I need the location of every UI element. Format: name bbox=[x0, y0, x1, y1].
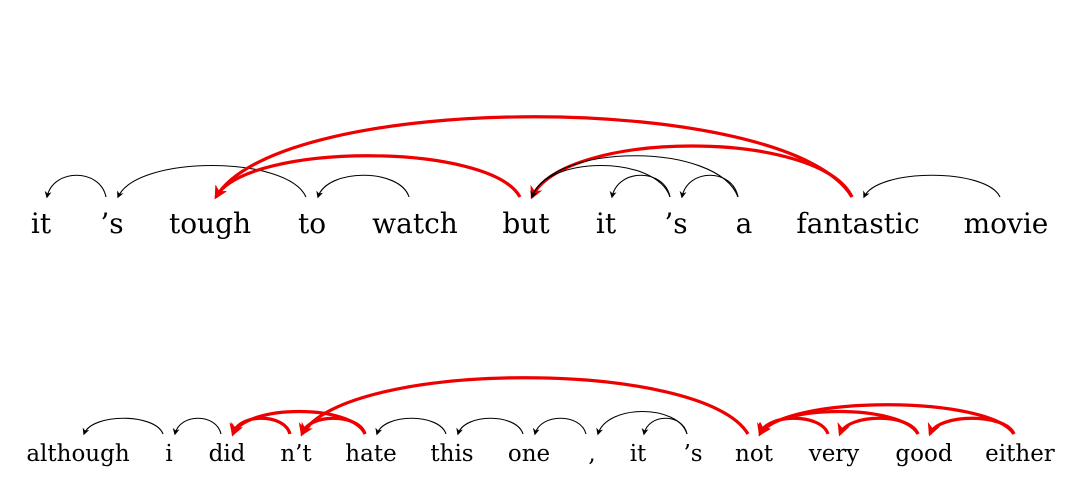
word-a: a bbox=[736, 207, 753, 240]
arc-2-12-to-10 bbox=[758, 409, 920, 437]
arc-2-2-to-1 bbox=[172, 417, 222, 436]
arc-2-1-to-0 bbox=[82, 417, 164, 436]
word-one: one bbox=[508, 441, 550, 467]
arc-2-6-to-5 bbox=[456, 417, 524, 436]
word-comma: , bbox=[588, 441, 595, 467]
word-it: it bbox=[630, 441, 647, 467]
arc-2-4-to-3 bbox=[298, 416, 367, 437]
word-s-2: ’s bbox=[664, 207, 687, 240]
word-either: either bbox=[985, 441, 1055, 467]
arc-2-9-to-7 bbox=[596, 410, 688, 436]
arc-1-10-to-9 bbox=[863, 174, 1001, 199]
arc-2-10-to-3 bbox=[300, 376, 750, 437]
arc-1-3-to-1 bbox=[117, 164, 307, 199]
arc-2-9-to-8 bbox=[641, 417, 688, 436]
word-this: this bbox=[430, 441, 473, 467]
arc-1-7-to-6 bbox=[609, 174, 671, 199]
word-s: ’s bbox=[100, 207, 123, 240]
arc-1-9-to-2 bbox=[214, 115, 854, 200]
word-fantastic: fantastic bbox=[796, 207, 919, 240]
sentence-1-arcs bbox=[44, 115, 1001, 200]
arc-1-5-to-2 bbox=[214, 154, 522, 200]
sentence-1: it ’s tough to watch but it ’s a fantast… bbox=[31, 115, 1048, 240]
word-although: although bbox=[26, 441, 130, 467]
word-nt: n’t bbox=[280, 441, 312, 467]
word-did: did bbox=[209, 441, 246, 467]
word-but: but bbox=[502, 207, 550, 240]
arc-1-9-to-5 bbox=[530, 144, 854, 200]
word-it: it bbox=[31, 207, 52, 240]
word-watch: watch bbox=[372, 207, 458, 240]
word-very: very bbox=[808, 441, 860, 467]
arc-2-7-to-6 bbox=[532, 417, 587, 436]
word-s: ’s bbox=[683, 441, 702, 467]
arc-2-4-to-2 bbox=[231, 409, 367, 437]
word-it-2: it bbox=[596, 207, 617, 240]
sentence-2-arcs bbox=[82, 376, 1016, 437]
word-good: good bbox=[895, 441, 952, 467]
sentence-2-words: although i did n’t hate this one , it ’s… bbox=[26, 441, 1054, 467]
word-i: i bbox=[165, 441, 172, 467]
arc-1-8-to-7 bbox=[679, 174, 739, 199]
arc-2-12-to-11 bbox=[837, 416, 920, 437]
word-movie: movie bbox=[964, 207, 1049, 240]
word-not: not bbox=[735, 441, 774, 467]
word-tough: tough bbox=[169, 207, 251, 240]
sentence-1-words: it ’s tough to watch but it ’s a fantast… bbox=[31, 207, 1048, 240]
arc-1-7-to-5 bbox=[530, 165, 671, 199]
word-hate: hate bbox=[345, 441, 396, 467]
arc-2-5-to-4 bbox=[375, 417, 447, 436]
arc-1-4-to-3 bbox=[316, 174, 410, 199]
arc-1-8-to-5 bbox=[530, 155, 739, 199]
sentence-2: although i did n’t hate this one , it ’s… bbox=[26, 376, 1055, 467]
arc-2-13-to-12 bbox=[927, 416, 1016, 437]
arc-1-1-to-0 bbox=[44, 174, 107, 199]
word-to: to bbox=[298, 207, 326, 240]
